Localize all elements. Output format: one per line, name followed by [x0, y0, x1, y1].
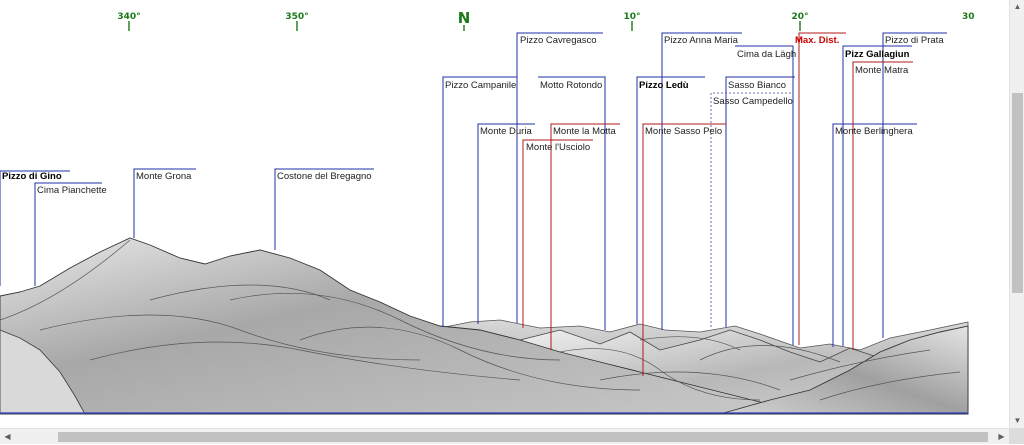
peak-label-motto-rotondo[interactable]: Motto Rotondo — [540, 80, 602, 91]
peak-label-monte-sasso-pelo[interactable]: Monte Sasso Pelo — [645, 126, 722, 137]
peak-label-pizz-gallagiun[interactable]: Pizz Gallagiun — [845, 49, 910, 60]
peak-label-pizzo-campanile[interactable]: Pizzo Campanile — [445, 80, 516, 91]
peak-label-monte-matra[interactable]: Monte Matra — [855, 65, 909, 76]
ridge-lines — [0, 239, 961, 401]
peak-label-pizzo-di-gino[interactable]: Pizzo di Gino — [2, 171, 62, 182]
peak-label-monte-lusciolo[interactable]: Monte l'Usciolo — [526, 142, 590, 153]
vertical-scrollbar[interactable]: ▲ ▼ — [1009, 0, 1024, 428]
panorama-viewport[interactable]: 340° 350° N 10° 20° 30 Pizzo di Gino Cim… — [0, 0, 1009, 428]
peak-label-sasso-campedello[interactable]: Sasso Campedello — [713, 96, 793, 107]
peak-label-monte-la-motta[interactable]: Monte la Motta — [553, 126, 617, 137]
scroll-right-arrow-icon[interactable]: ▶ — [998, 432, 1005, 441]
compass-tick-20: 20° — [791, 12, 808, 22]
compass-tick-10: 10° — [623, 12, 640, 22]
compass-north: N — [458, 9, 471, 27]
right-foreground-range — [719, 325, 969, 415]
vertical-scroll-thumb[interactable] — [1012, 93, 1023, 293]
peak-label-pizzo-ledu[interactable]: Pizzo Ledù — [639, 80, 689, 91]
peak-label-pizzo-anna-maria[interactable]: Pizzo Anna Maria — [664, 35, 739, 46]
peak-label-monte-berlinghera[interactable]: Monte Berlinghera — [835, 126, 913, 137]
peak-label-monte-duria[interactable]: Monte Duria — [480, 126, 532, 137]
compass-tick-30: 30 — [962, 12, 975, 22]
peak-label-monte-grona[interactable]: Monte Grona — [136, 171, 192, 182]
panorama-canvas: 340° 350° N 10° 20° 30 Pizzo di Gino Cim… — [0, 9, 975, 415]
left-main-range — [0, 237, 791, 415]
scroll-up-arrow-icon[interactable]: ▲ — [1013, 2, 1022, 11]
peak-label-cima-da-lagh[interactable]: Cima da Lägh — [737, 49, 796, 60]
peak-label-pizzo-cavregasco[interactable]: Pizzo Cavregasco — [520, 35, 597, 46]
compass-tick-350: 350° — [285, 12, 308, 22]
horizontal-scrollbar[interactable]: ◀ ▶ — [0, 428, 1009, 444]
horizontal-scroll-thumb[interactable] — [58, 432, 988, 442]
scrollbar-corner — [1009, 428, 1024, 444]
peak-label-pizzo-di-prata[interactable]: Pizzo di Prata — [885, 35, 944, 46]
peak-label-cima-pianchette[interactable]: Cima Pianchette — [37, 185, 107, 196]
left-foreground-block — [0, 329, 86, 415]
compass-tick-340: 340° — [117, 12, 140, 22]
scroll-left-arrow-icon[interactable]: ◀ — [4, 432, 11, 441]
peak-label-sasso-bianco[interactable]: Sasso Bianco — [728, 80, 786, 91]
scroll-down-arrow-icon[interactable]: ▼ — [1013, 416, 1022, 425]
peak-label-costone-del-bregagno[interactable]: Costone del Bregagno — [277, 171, 372, 182]
peak-label-max-dist[interactable]: Max. Dist. — [795, 35, 839, 46]
